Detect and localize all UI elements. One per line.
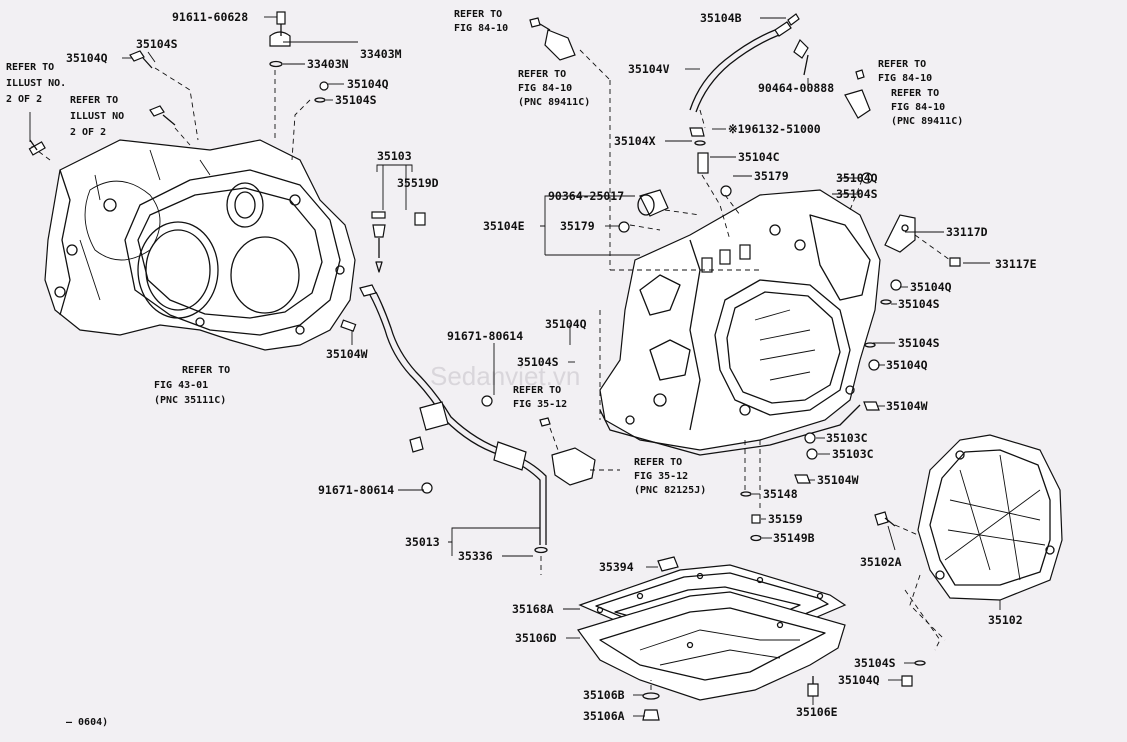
part-label: 33117E — [995, 257, 1037, 271]
ref-fig3512a-line2: FIG 35-12 — [513, 399, 567, 410]
reference-notes: REFER TO ILLUST NO. 2 OF 2 REFER TO ILLU… — [6, 9, 963, 496]
part-label: 35104S — [898, 336, 940, 350]
leader-lines — [29, 16, 1001, 717]
ref-fig3512b-line3: (PNC 82125J) — [634, 485, 706, 496]
part-label: 35104C — [738, 150, 780, 164]
ref-illust-1-line2: ILLUST NO. — [6, 78, 66, 89]
ref-fig3512b-line1: REFER TO — [634, 457, 682, 468]
part-label: 35104Q — [838, 673, 880, 687]
ref-fig8410a-line2: FIG 84-10 — [454, 23, 508, 34]
part-label: 35104S — [335, 93, 377, 107]
part-label: 35104S — [517, 355, 559, 369]
part-label: 35104V — [628, 62, 670, 76]
part-label: 91671-80614 — [318, 483, 394, 497]
ref-fig8410d-line2: FIG 84-10 — [891, 102, 945, 113]
part-label: 35519D — [397, 176, 439, 190]
part-label: 35106E — [796, 705, 838, 719]
part-label: 35102A — [860, 555, 902, 569]
part-label: 35148 — [763, 487, 798, 501]
ref-illust-2-line1: REFER TO — [70, 95, 118, 106]
ref-fig8410b-line3: (PNC 89411C) — [518, 97, 590, 108]
ref-fig4301-line1: REFER TO — [182, 365, 230, 376]
ref-illust-2-line2: ILLUST NO — [70, 111, 124, 122]
part-label: 35104W — [326, 347, 368, 361]
ref-fig8410d-line1: REFER TO — [891, 88, 939, 99]
transaxle-case — [599, 189, 881, 456]
part-label: 90464-00888 — [758, 81, 834, 95]
part-label: 35104X — [614, 134, 656, 148]
part-label: 35106A — [583, 709, 625, 723]
part-label: 91611-60628 — [172, 10, 248, 24]
part-label: 35103C — [832, 447, 874, 461]
part-label: 35394 — [599, 560, 634, 574]
part-label: 35106D — [515, 631, 557, 645]
ref-illust-2-line3: 2 OF 2 — [70, 127, 106, 138]
ref-fig8410b-line2: FIG 84-10 — [518, 83, 572, 94]
ref-fig4301-line3: (PNC 35111C) — [154, 395, 226, 406]
part-label: 35013 — [405, 535, 440, 549]
ref-fig8410a-line1: REFER TO — [454, 9, 502, 20]
ref-fig3512a-line1: REFER TO — [513, 385, 561, 396]
part-label: 35159 — [768, 512, 803, 526]
solenoid — [539, 417, 620, 486]
part-label: 35336 — [458, 549, 493, 563]
part-label: 35104Q — [66, 51, 108, 65]
bracket — [740, 214, 961, 542]
part-label: 35104E — [483, 219, 525, 233]
part-label: 90364-25017 — [548, 189, 624, 203]
part-label: 35149B — [773, 531, 815, 545]
part-labels: 91611-60628 35104Q 35104S 33403M 33403N … — [66, 10, 1037, 728]
part-label: 35104Q — [545, 317, 587, 331]
part-label: 35103C — [826, 431, 868, 445]
left-small-parts — [28, 11, 357, 332]
part-label: 35104S — [898, 297, 940, 311]
part-label: 33117D — [946, 225, 988, 239]
part-label: 35104Q — [886, 358, 928, 372]
part-label: 35103 — [377, 149, 412, 163]
part-label: 35179 — [754, 169, 789, 183]
ref-fig8410d-line3: (PNC 89411C) — [891, 116, 963, 127]
ref-fig8410b-line1: REFER TO — [518, 69, 566, 80]
oil-pan — [577, 556, 847, 721]
part-label: 35102 — [988, 613, 1023, 627]
ref-fig8410c-line2: FIG 84-10 — [878, 73, 932, 84]
transaxle-housing — [29, 139, 356, 351]
side-cover — [874, 434, 1063, 687]
part-label: 33403N — [307, 57, 349, 71]
part-label: 35104S — [836, 187, 878, 201]
part-label: ※196132-51000 — [728, 122, 821, 136]
ref-fig3512b-line2: FIG 35-12 — [634, 471, 688, 482]
part-label: 35104B — [700, 11, 742, 25]
center-small-parts — [529, 13, 873, 270]
part-label: 35104S — [854, 656, 896, 670]
part-label: 35106B — [583, 688, 625, 702]
part-label: 35104Q — [347, 77, 389, 91]
ref-illust-1-line3: 2 OF 2 — [6, 94, 42, 105]
part-label: 35104Q — [836, 171, 878, 185]
part-label: 35168A — [512, 602, 554, 616]
ref-illust-1-line1: REFER TO — [6, 62, 54, 73]
part-label: 33403M — [360, 47, 402, 61]
ref-fig8410c-line1: REFER TO — [878, 59, 926, 70]
ref-fig4301-line2: FIG 43-01 — [154, 380, 208, 391]
part-label: 35104S — [136, 37, 178, 51]
footer-note: – 0604) — [66, 717, 108, 728]
part-label: 35179 — [560, 219, 595, 233]
oil-filler-tube — [359, 211, 548, 575]
part-label: 35104W — [886, 399, 928, 413]
part-label: 35104Q — [910, 280, 952, 294]
part-label: 35104W — [817, 473, 859, 487]
watermark: Sedanviet.vn — [430, 361, 580, 391]
part-label: 91671-80614 — [447, 329, 523, 343]
